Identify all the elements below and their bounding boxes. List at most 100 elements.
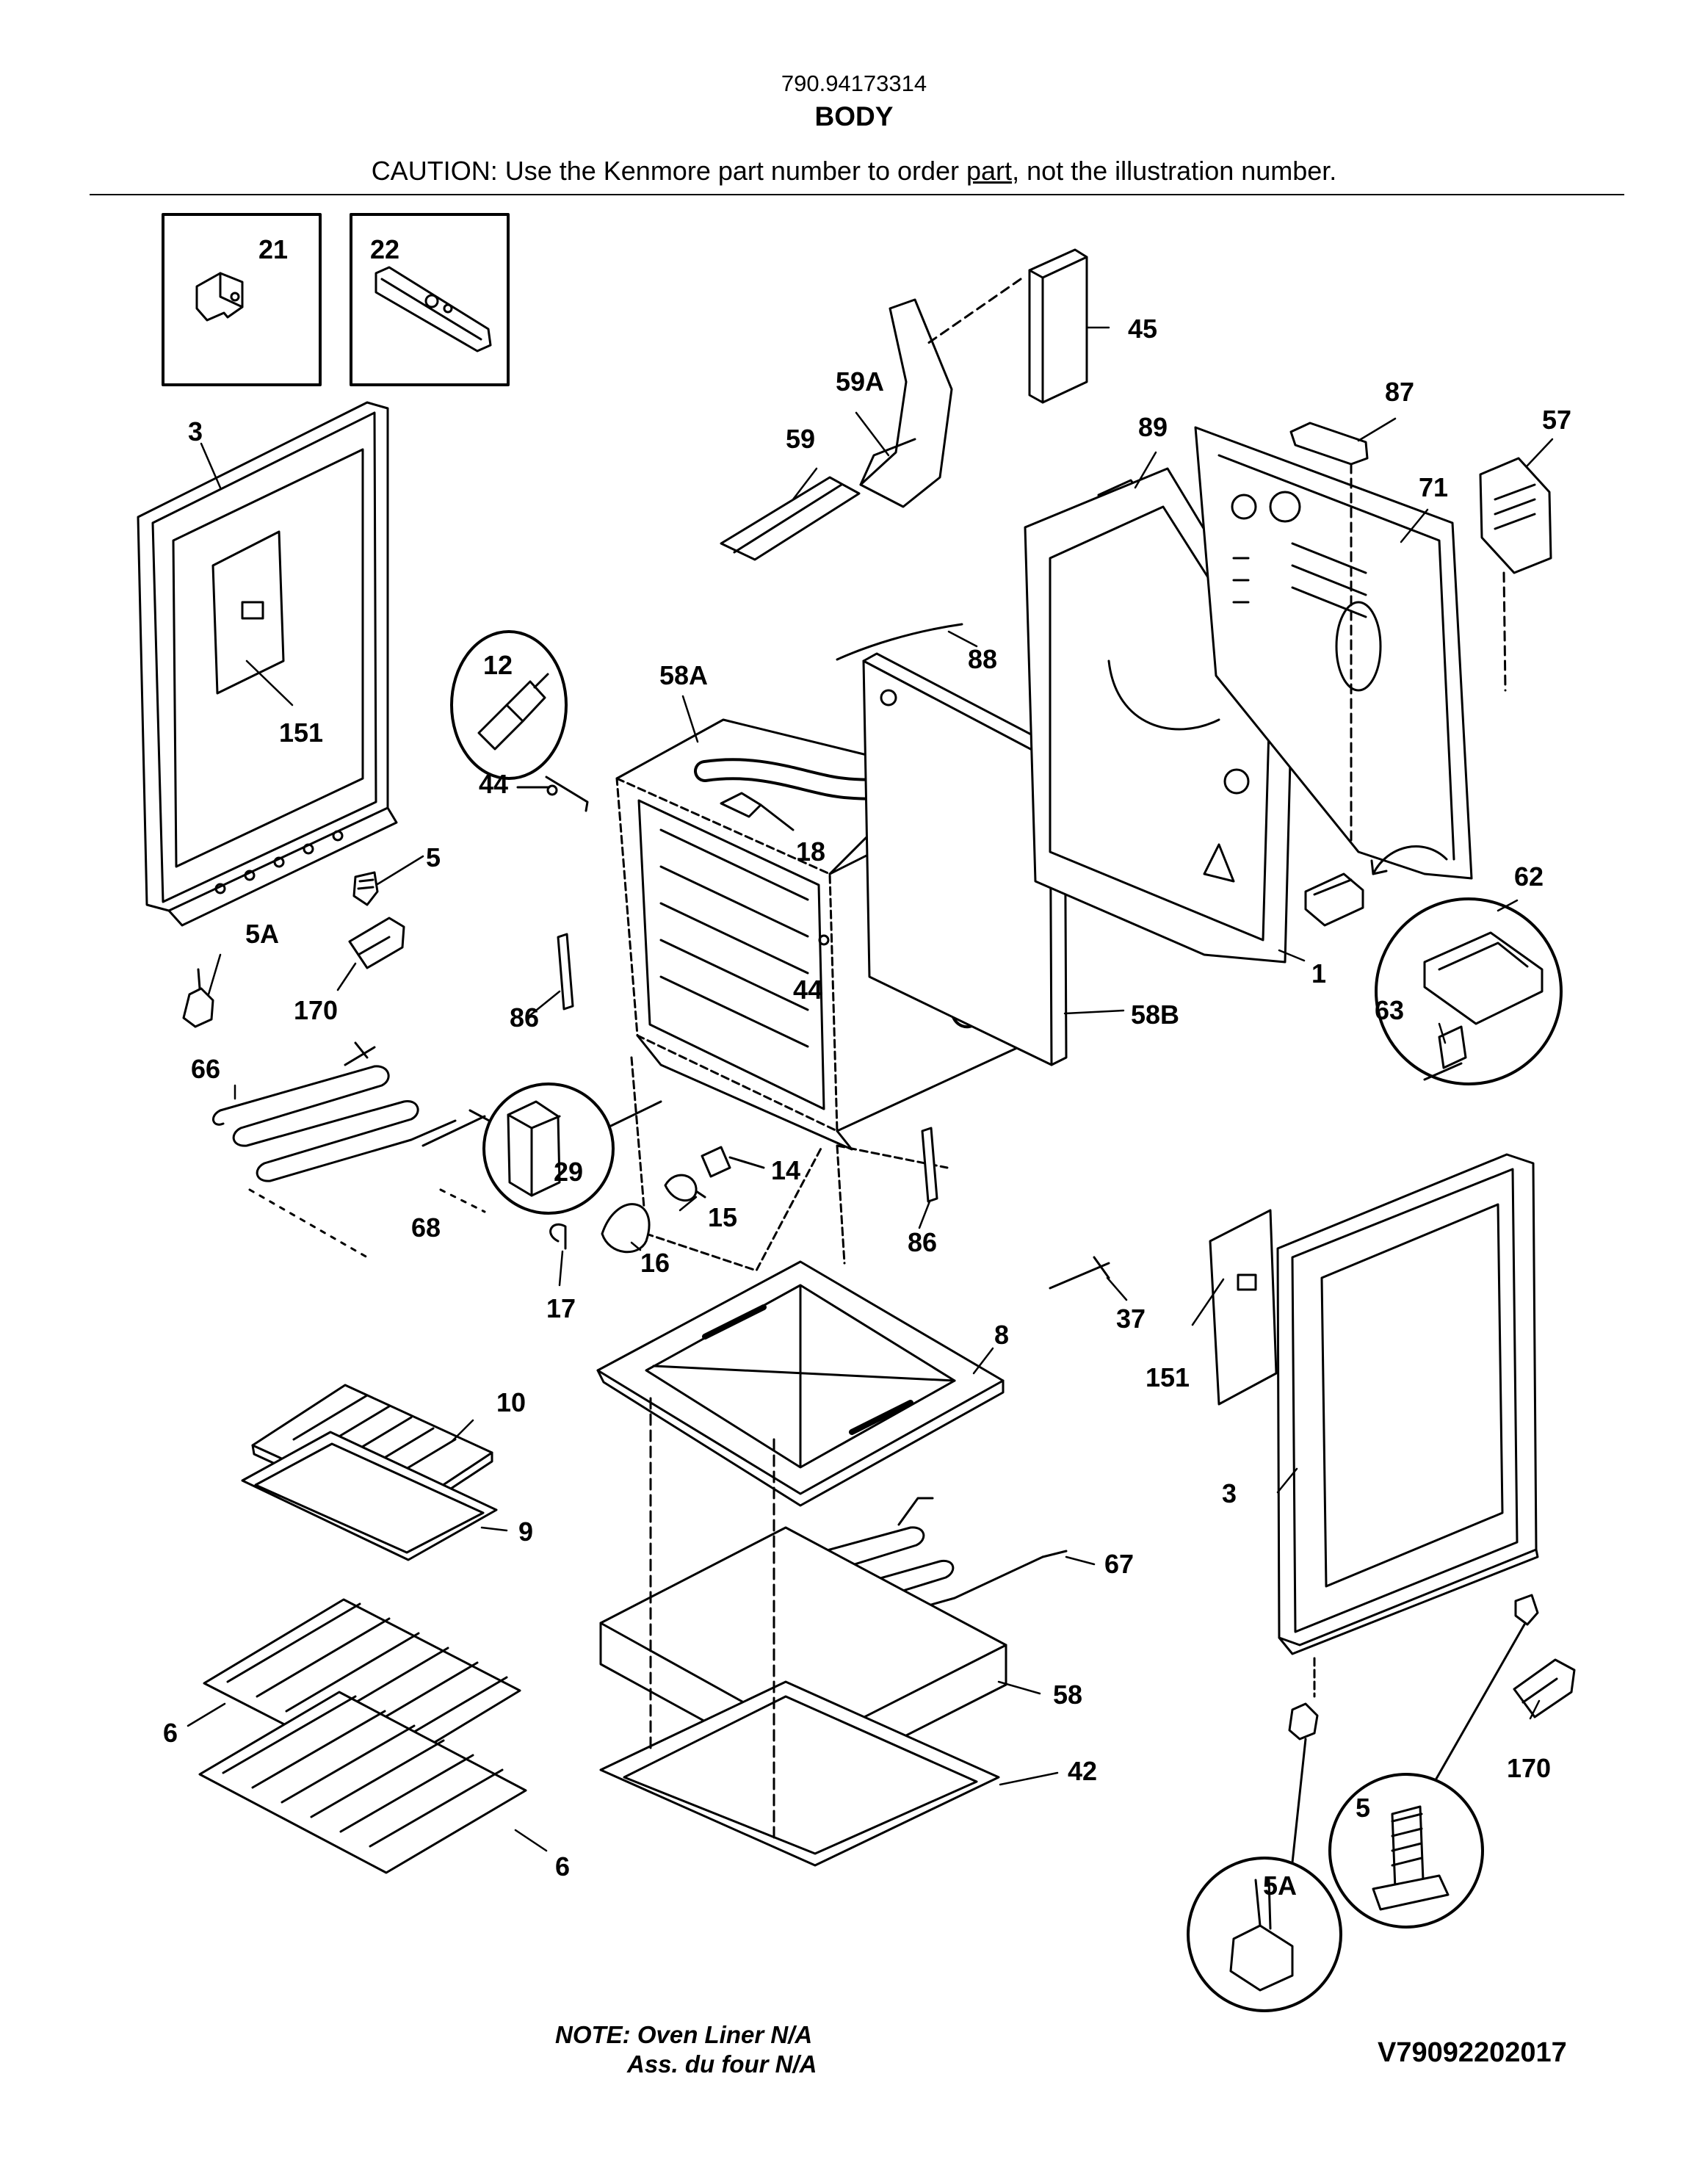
callout-86-left: 86 xyxy=(510,1002,539,1033)
part-5-bottom-leveler xyxy=(1514,1594,1539,1626)
part-5A-detail-circle xyxy=(1187,1738,1342,2012)
part-5A-top-leg xyxy=(182,968,214,1028)
part-17-clip xyxy=(549,1223,567,1250)
callout-5A-bottom: 5A xyxy=(1263,1871,1297,1901)
callout-44a: 44 xyxy=(479,769,508,799)
callout-66: 66 xyxy=(191,1054,220,1084)
part-8-oven-bottom xyxy=(596,1260,1005,1507)
part-18-bracket xyxy=(720,792,762,818)
callout-3-right: 3 xyxy=(1222,1478,1237,1508)
callout-170-top: 170 xyxy=(294,995,338,1025)
part-15-bulb xyxy=(664,1174,706,1202)
callout-87: 87 xyxy=(1385,377,1414,407)
part-86a-strip xyxy=(557,933,574,1011)
callout-12: 12 xyxy=(483,650,513,680)
part-3-right-side-panel xyxy=(1276,1153,1539,1655)
part-16-lens xyxy=(601,1203,651,1254)
header-rule xyxy=(90,194,1624,195)
callout-45: 45 xyxy=(1128,314,1157,344)
callout-labels: 21 22 3 151 5 5A 170 12 44 58A 18 44 86 … xyxy=(163,234,1571,1901)
part-14-socket xyxy=(701,1146,765,1178)
callout-18: 18 xyxy=(796,836,825,867)
callout-3-left: 3 xyxy=(188,416,203,447)
callout-170-bottom: 170 xyxy=(1507,1753,1551,1783)
part-5A-bottom-leg xyxy=(1288,1702,1319,1741)
leader-68 xyxy=(248,1188,486,1259)
part-44a-screw xyxy=(546,784,558,796)
callout-leaders xyxy=(187,326,1554,1852)
callout-16: 16 xyxy=(640,1248,670,1278)
terminal-block xyxy=(1304,872,1364,927)
part-9-broiler-pan xyxy=(241,1431,498,1561)
part-59A-duct xyxy=(859,298,953,508)
callout-58: 58 xyxy=(1053,1680,1082,1710)
callout-9: 9 xyxy=(518,1517,533,1547)
part-68-wire xyxy=(421,1109,493,1147)
callout-58A: 58A xyxy=(659,660,708,690)
leader-57 xyxy=(1502,571,1507,692)
part-6-rack-lower xyxy=(198,1691,527,1874)
part-86b-strip xyxy=(921,1127,938,1203)
part-5-detail-circle xyxy=(1328,1623,1526,1929)
callout-6-upper: 6 xyxy=(163,1718,178,1748)
callout-42: 42 xyxy=(1068,1756,1097,1786)
footer-note-line2: Ass. du four N/A xyxy=(627,2050,817,2078)
callout-17: 17 xyxy=(546,1293,576,1323)
part-170-bottom-bracket xyxy=(1513,1658,1576,1718)
part-88-wire xyxy=(836,623,963,661)
callout-68: 68 xyxy=(411,1212,441,1243)
part-66-bake-element xyxy=(212,1041,457,1182)
callout-88: 88 xyxy=(968,644,997,674)
callout-6-lower: 6 xyxy=(555,1851,570,1882)
callout-57: 57 xyxy=(1542,405,1571,435)
callout-89: 89 xyxy=(1138,412,1168,442)
callout-1: 1 xyxy=(1311,958,1326,988)
callout-63: 63 xyxy=(1375,995,1404,1025)
callout-21: 21 xyxy=(258,234,288,264)
callout-71: 71 xyxy=(1419,472,1448,502)
caution-text-before: CAUTION: Use the Kenmore part number to … xyxy=(371,156,967,186)
callout-59: 59 xyxy=(786,424,815,454)
callout-5-bottom: 5 xyxy=(1356,1793,1370,1823)
callout-67: 67 xyxy=(1104,1549,1134,1579)
part-59-duct xyxy=(720,476,861,561)
callout-22: 22 xyxy=(370,234,399,264)
footer-note-line1: NOTE: Oven Liner N/A xyxy=(555,2021,813,2048)
callout-14: 14 xyxy=(771,1155,800,1185)
caution-text-underlined: part xyxy=(966,156,1013,186)
part-44b-screw xyxy=(818,934,830,946)
callout-59A: 59A xyxy=(836,366,884,397)
arrow-62 xyxy=(1372,845,1448,875)
part-12-detail-circle xyxy=(450,630,589,812)
callout-5-top: 5 xyxy=(426,842,441,872)
part-22-inset xyxy=(350,213,510,386)
part-170-top-bracket xyxy=(348,917,405,969)
callout-37: 37 xyxy=(1116,1304,1146,1334)
leader-18 xyxy=(759,803,795,831)
callout-15: 15 xyxy=(708,1202,737,1232)
callout-29: 29 xyxy=(554,1157,583,1187)
oven-cavity xyxy=(615,718,1029,1272)
part-87-plate xyxy=(1289,422,1369,466)
part-151-right-bracket xyxy=(1209,1209,1278,1406)
callout-62: 62 xyxy=(1514,861,1544,892)
part-37-wire xyxy=(1049,1256,1110,1290)
callout-58B: 58B xyxy=(1131,1000,1179,1030)
part-5-top-leveler xyxy=(352,871,379,906)
callout-10: 10 xyxy=(496,1387,526,1417)
callout-8: 8 xyxy=(994,1320,1009,1350)
model-number: 790.94173314 xyxy=(781,71,927,96)
part-29-detail-circle xyxy=(482,1082,662,1215)
section-title: BODY xyxy=(814,101,894,131)
part-62-detail-circle xyxy=(1375,897,1563,1085)
drawing-id: V79092202017 xyxy=(1378,2037,1567,2068)
caution-text-after: , not the illustration number. xyxy=(1012,156,1337,186)
caution-note: CAUTION: Use the Kenmore part number to … xyxy=(0,156,1708,187)
callout-5A-top: 5A xyxy=(245,919,279,949)
callout-151-left: 151 xyxy=(279,718,323,748)
part-151-left-bracket xyxy=(211,530,285,695)
callout-44b: 44 xyxy=(793,975,822,1005)
part-42-bottom-panel xyxy=(599,1680,1000,1867)
part-57-cover xyxy=(1479,457,1552,574)
